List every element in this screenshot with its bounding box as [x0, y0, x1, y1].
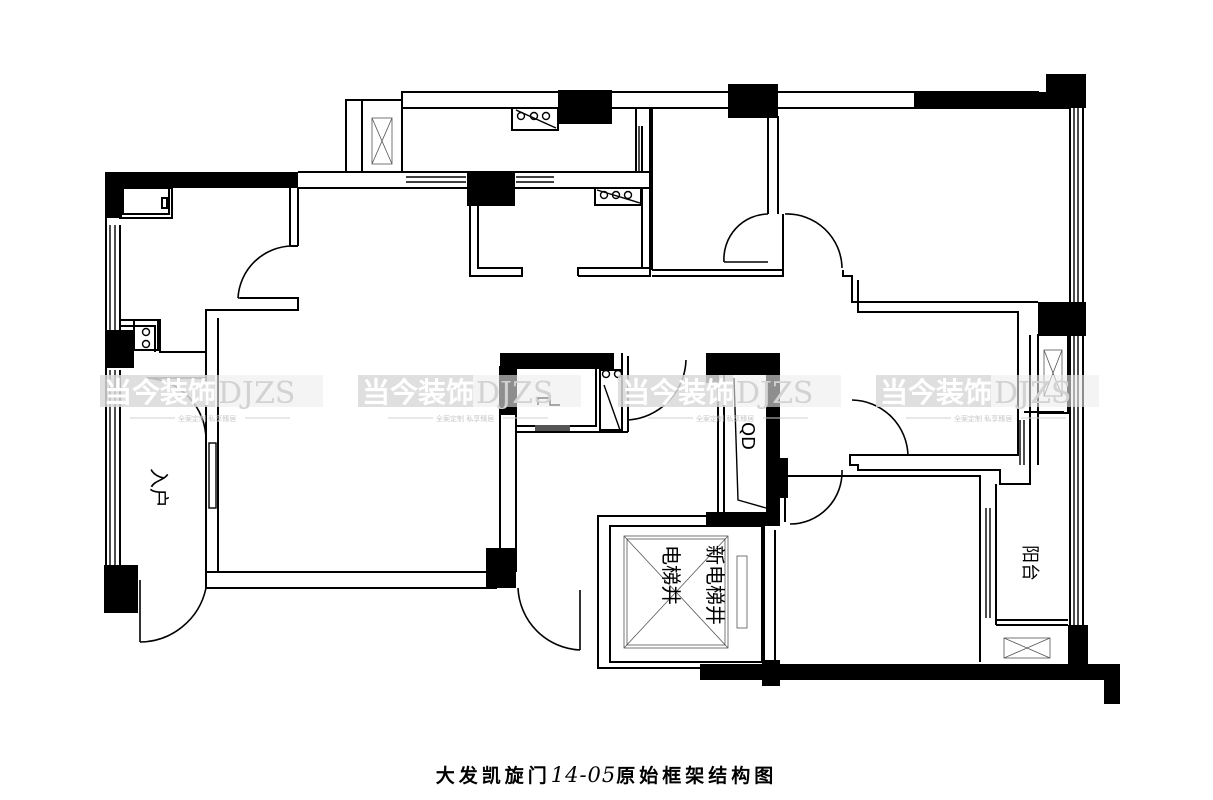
room-labels: 入户 QD 新电梯井 电梯井 阳台 — [147, 422, 1040, 625]
svg-text:DJZS: DJZS — [476, 376, 553, 411]
door-kitchen-left — [237, 245, 298, 299]
watermark: 当今装饰 DJZS 全案定制 私享臻居 — [100, 375, 323, 423]
shaft-icon — [1003, 637, 1051, 659]
door-bottom-center — [517, 587, 581, 651]
stove-icon — [511, 107, 559, 131]
title-number: 14-05 — [550, 763, 617, 787]
label-closet: QD — [737, 422, 758, 450]
svg-text:当今装饰: 当今装饰 — [362, 376, 474, 409]
svg-text:全案定制 私享臻居: 全案定制 私享臻居 — [436, 414, 494, 423]
stove-icon — [594, 187, 642, 206]
label-entrance: 入户 — [147, 468, 171, 508]
drawing-title: 大发凯旋门14-05原始框架结构图 — [0, 761, 1213, 788]
stove-icon — [133, 319, 159, 351]
shaft-icon — [371, 117, 393, 165]
door-entry-main — [139, 580, 207, 643]
title-suffix: 原始框架结构图 — [616, 765, 778, 787]
door-room-top-right — [784, 213, 843, 269]
elevator-shaft-icon — [623, 535, 748, 649]
title-prefix: 大发凯旋门 — [435, 765, 551, 787]
svg-text:全案定制 私享臻居: 全案定制 私享臻居 — [954, 414, 1012, 423]
structural-walls — [104, 74, 1120, 704]
svg-text:DJZS: DJZS — [736, 376, 813, 411]
watermark: 当今装饰 DJZS 全案定制 私享臻居 — [618, 375, 841, 423]
door-room-top-left — [723, 213, 769, 263]
svg-text:当今装饰: 当今装饰 — [104, 376, 216, 409]
label-elevator: 新电梯井 — [703, 545, 727, 625]
door-room-mid — [851, 399, 909, 457]
svg-text:DJZS: DJZS — [218, 376, 295, 411]
watermarks: 当今装饰 DJZS 全案定制 私享臻居 当今装饰 DJZS 全案定制 私享臻居 … — [100, 375, 1099, 423]
svg-text:当今装饰: 当今装饰 — [622, 376, 734, 409]
svg-text:全案定制 私享臻居: 全案定制 私享臻居 — [178, 414, 236, 423]
svg-text:DJZS: DJZS — [994, 376, 1071, 411]
label-elevator-2: 电梯井 — [659, 545, 683, 605]
watermark: 当今装饰 DJZS 全案定制 私享臻居 — [358, 375, 581, 423]
label-balcony: 阳台 — [1019, 545, 1040, 581]
watermark: 当今装饰 DJZS 全案定制 私享臻居 — [876, 375, 1099, 423]
svg-text:全案定制 私享臻居: 全案定制 私享臻居 — [696, 414, 754, 423]
door-room-bottom — [789, 469, 843, 525]
svg-text:当今装饰: 当今装饰 — [880, 376, 992, 409]
